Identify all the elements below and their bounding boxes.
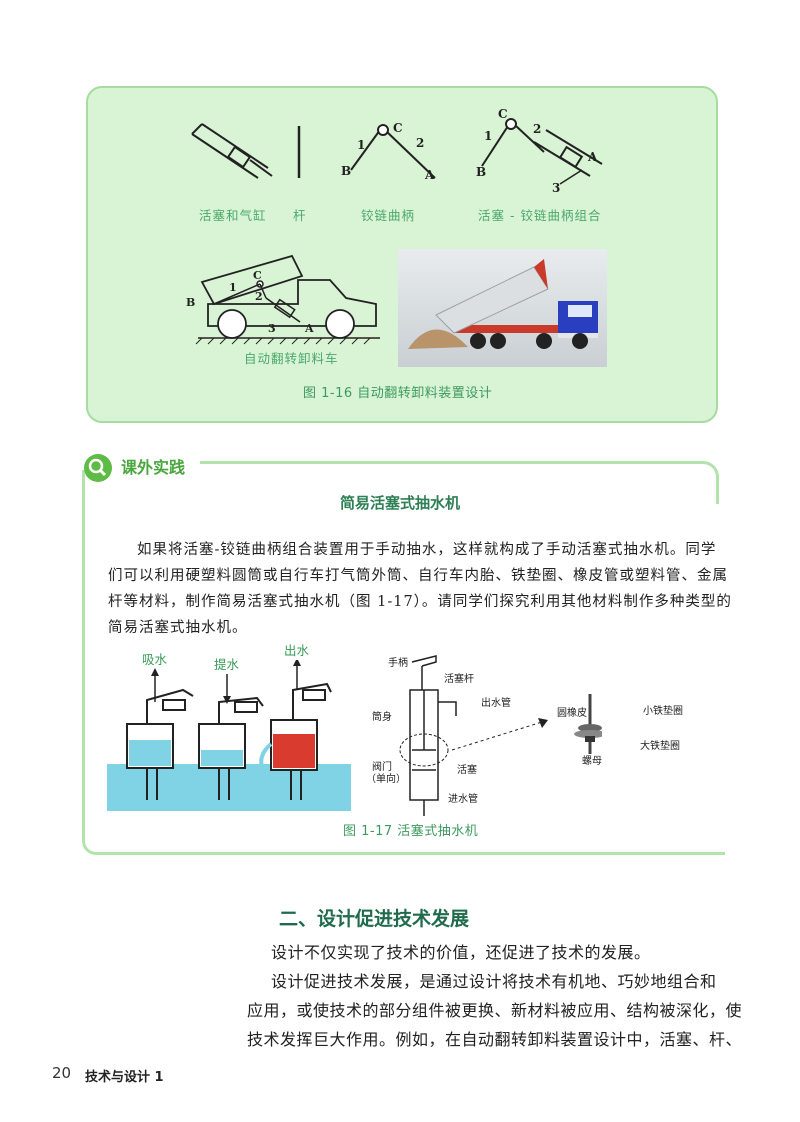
crank-diagram [350, 124, 436, 179]
section-line-4: 技术发挥巨大作用。例如，在自动翻转卸料装置设计中，活塞、杆、 [247, 1030, 743, 1049]
label-big-washer: 大铁垫圈 [640, 741, 680, 752]
caption-rod: 杆 [293, 208, 307, 223]
pump-stage-lift: 提水 [214, 657, 240, 672]
pump-stage-suck: 吸水 [142, 652, 168, 667]
label-inlet: 进水管 [448, 794, 478, 805]
caption-piston-cylinder: 活塞和气缸 [199, 208, 267, 223]
caption-crank: 铰链曲柄 [361, 208, 416, 223]
section-title: 二、设计促进技术发展 [279, 908, 470, 930]
rod-diagram [297, 126, 301, 178]
practice-header-rule [200, 461, 700, 464]
label-handle: 手柄 [388, 658, 408, 669]
practice-paragraph: 如果将活塞-铰链曲柄组合装置用于手动抽水，这样就构成了手动活塞式抽水机。同学 们… [108, 537, 731, 641]
crank-number-1: 1 [357, 138, 366, 152]
truck-number-3: 3 [268, 322, 276, 335]
truck-number-2: 2 [255, 290, 263, 303]
crank-letter-b: B [341, 164, 352, 178]
page-number: 20 [52, 1064, 72, 1082]
crank-letter-c: C [393, 121, 403, 135]
magnifier-icon [84, 454, 112, 482]
practice-line-2: 们可以利用硬塑料圆筒或自行车打气筒外筒、自行车内胎、铁垫圈、橡皮管或塑料管、金属 [108, 568, 728, 584]
figure-1-17-caption: 图 1-17 活塞式抽水机 [343, 824, 479, 839]
label-small-washer: 小铁垫圈 [643, 706, 683, 717]
section-line-3: 应用，或使技术的部分组件被更换、新材料被应用、结构被深化，使 [247, 1001, 743, 1020]
combo-letter-c: C [498, 107, 508, 121]
truck-letter-c: C [253, 269, 262, 282]
piston-crank-combo-diagram [481, 118, 603, 185]
pump-structure-diagram [399, 655, 602, 816]
practice-title: 简易活塞式抽水机 [339, 494, 460, 512]
practice-line-1: 如果将活塞-铰链曲柄组合装置用于手动抽水，这样就构成了手动活塞式抽水机。同学 [137, 542, 717, 558]
practice-section-frame [82, 470, 725, 855]
truck-number-1: 1 [229, 281, 237, 294]
combo-number-3: 3 [552, 181, 561, 195]
label-rubber: 圆橡皮 [557, 708, 587, 719]
label-one-way: （单向） [366, 774, 406, 785]
dump-truck-diagram [195, 254, 380, 345]
caption-truck: 自动翻转卸料车 [244, 351, 339, 366]
combo-number-1: 1 [484, 129, 493, 143]
crank-letter-a: A [425, 168, 435, 182]
label-piston-rod: 活塞杆 [444, 674, 474, 685]
figure-1-16-caption: 图 1-16 自动翻转卸料装置设计 [303, 386, 493, 401]
label-piston: 活塞 [457, 765, 477, 776]
caption-combo: 活塞 - 铰链曲柄组合 [478, 208, 602, 223]
practice-line-3: 杆等材料，制作简易活塞式抽水机（图 1-17）。请同学们探究利用其他材料制作多种… [108, 594, 732, 610]
truck-letter-b: B [186, 296, 196, 309]
label-barrel: 筒身 [372, 712, 392, 723]
truck-letter-a: A [305, 322, 314, 335]
combo-letter-a: A [588, 150, 598, 164]
label-nut: 螺母 [582, 756, 602, 767]
piston-cylinder-diagram [191, 123, 273, 179]
label-valve: 阀门 [372, 762, 392, 773]
practice-badge-title: 课外实践 [121, 458, 186, 477]
section-line-2: 设计促进技术发展，是通过设计将技术有机地、巧妙地组合和 [271, 972, 717, 991]
label-outlet: 出水管 [481, 698, 511, 709]
combo-letter-b: B [476, 165, 487, 179]
combo-number-2: 2 [533, 122, 542, 136]
dump-truck-photo [398, 249, 607, 367]
pump-stages-illustration [126, 660, 332, 800]
pump-stage-out: 出水 [284, 643, 310, 658]
section-line-1: 设计不仅实现了技术的价值，还促进了技术的发展。 [271, 943, 651, 962]
practice-line-4: 简易活塞式抽水机。 [108, 620, 248, 636]
crank-number-2: 2 [416, 136, 425, 150]
book-title: 技术与设计 1 [85, 1070, 164, 1085]
